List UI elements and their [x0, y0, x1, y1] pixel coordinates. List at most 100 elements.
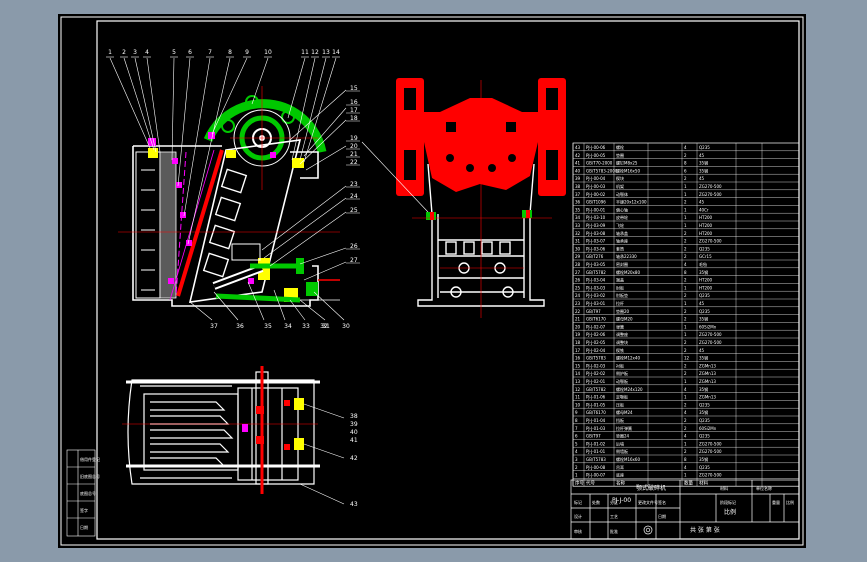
- table-cell: 2: [684, 449, 687, 454]
- balloon-label: 21: [350, 151, 358, 158]
- table-cell: 动颚体: [616, 191, 628, 197]
- table-cell: GB/T5783: [586, 457, 606, 462]
- table-cell: 10: [575, 402, 581, 407]
- table-cell: 35钢: [699, 160, 708, 166]
- table-cell: 2: [684, 371, 687, 376]
- table-cell: 螺母M20: [616, 316, 633, 322]
- table-cell: ZG270-500: [699, 441, 722, 446]
- title-block: [570, 479, 800, 540]
- table-cell: PJ-J-02-03: [586, 363, 606, 368]
- balloon-label: 33: [302, 323, 310, 330]
- balloon-label: 17: [350, 107, 358, 114]
- left-strip-label: 借用件登记: [80, 456, 100, 462]
- table-cell: PJ-J-00-06: [586, 145, 606, 150]
- table-cell: ZG270-500: [699, 340, 722, 345]
- balloon-label: 35: [264, 323, 272, 330]
- table-cell: 垫圈20: [616, 308, 630, 314]
- table-cell: 衬板: [616, 362, 624, 368]
- table-cell: PJ-J-03-01: [586, 301, 606, 306]
- table-cell: 挡板: [616, 417, 624, 423]
- table-cell: 4: [575, 449, 578, 454]
- table-cell: 45: [699, 176, 705, 181]
- table-cell: ZG270-500: [699, 473, 722, 478]
- table-cell: GB/T97: [586, 434, 601, 439]
- table-cell: 拉杆: [616, 300, 624, 306]
- table-cell: PJ-J-00-05: [586, 153, 606, 158]
- table-cell: PJ-J-03-09: [586, 223, 606, 228]
- table-cell: PJ-J-03-10: [586, 215, 606, 220]
- table-cell: PJ-J-01-02: [586, 441, 606, 446]
- table-cell: 6: [575, 434, 578, 439]
- balloon-label: 11: [301, 49, 309, 56]
- balloon-label: 24: [350, 193, 358, 200]
- balloon-label: 32: [320, 323, 328, 330]
- balloon-label: 7: [208, 49, 212, 56]
- table-cell: ZGMn13: [699, 395, 716, 400]
- table-cell: 11: [575, 395, 581, 400]
- table-cell: 1: [684, 223, 687, 228]
- table-cell: HT200: [699, 285, 713, 290]
- table-header-cell: 名称: [616, 479, 625, 486]
- table-cell: 4: [684, 262, 687, 267]
- table-cell: 20: [575, 324, 581, 329]
- table-cell: 35钢: [699, 316, 708, 322]
- table-cell: GB/T5783: [586, 356, 606, 361]
- table-cell: Q235: [699, 402, 710, 407]
- table-cell: 轴承盖: [616, 230, 628, 236]
- table-cell: 25: [575, 285, 581, 290]
- title-block-label: 更改文件号: [638, 499, 658, 505]
- side-view: [361, 78, 566, 318]
- table-cell: 2: [684, 317, 687, 322]
- table-cell: 9: [575, 410, 578, 415]
- table-cell: 1: [684, 215, 687, 220]
- table-cell: PJ-J-02-06: [586, 332, 606, 337]
- projection-symbol-icon: [643, 525, 653, 535]
- table-header-cell: 数量: [684, 479, 693, 486]
- table-cell: 34: [575, 215, 581, 220]
- table-cell: 螺栓M16x50: [616, 167, 640, 173]
- table-cell: 机架: [616, 183, 624, 189]
- balloon-label: 20: [350, 143, 358, 150]
- balloon-label: 19: [350, 135, 358, 142]
- left-strip-table: [66, 449, 96, 537]
- table-cell: 动颚板: [616, 378, 628, 384]
- balloon-label: 41: [350, 437, 358, 444]
- table-cell: PJ-J-01-06: [586, 395, 606, 400]
- table-cell: 拉杆弹簧: [616, 425, 632, 431]
- table-cell: PJ-J-01-01: [586, 449, 606, 454]
- table-cell: 45: [699, 301, 705, 306]
- table-cell: 1: [684, 192, 687, 197]
- table-cell: 1: [684, 473, 687, 478]
- title-block-labels: 设计审核工艺批准标记处数分区更改文件号签名日期: [574, 499, 666, 534]
- balloon-label: 16: [350, 99, 358, 106]
- table-cell: 42: [575, 153, 581, 158]
- balloon-label: 18: [350, 115, 358, 122]
- table-cell: 28: [575, 262, 581, 267]
- scale-label: 比例: [724, 508, 736, 516]
- table-cell: ZG270-500: [699, 332, 722, 337]
- balloon-label: 37: [210, 323, 218, 330]
- table-cell: 1: [684, 184, 687, 189]
- table-cell: PJ-J-01-05: [586, 402, 606, 407]
- table-cell: 26: [575, 278, 581, 283]
- table-cell: GB/T70-2000: [586, 161, 613, 166]
- table-cell: PJ-J-02-02: [586, 371, 606, 376]
- title-block-label: 日期: [658, 513, 666, 519]
- table-cell: 螺栓M12x40: [616, 355, 640, 361]
- table-cell: GB/T276: [586, 254, 604, 259]
- table-cell: 16: [575, 356, 581, 361]
